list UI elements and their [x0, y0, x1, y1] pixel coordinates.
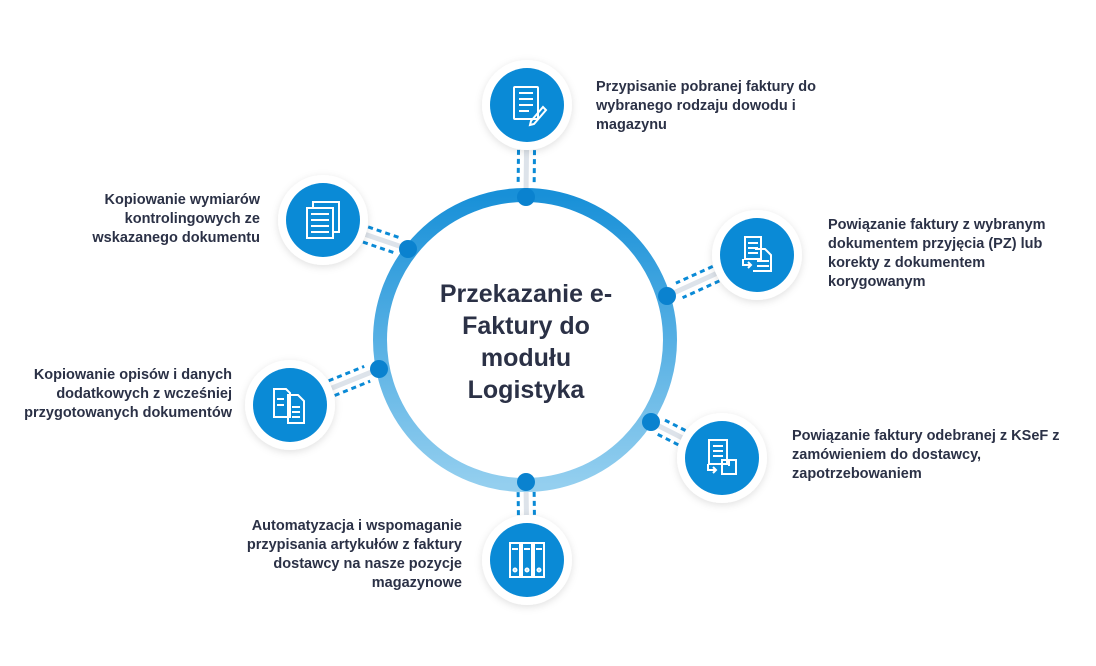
connector-dashes [654, 431, 679, 447]
connector-dashes [675, 265, 714, 285]
step-node-1 [482, 60, 572, 206]
connector-dashes [362, 240, 396, 255]
ring-dot [658, 287, 676, 305]
document-stack-icon [306, 201, 340, 239]
ring-dot [642, 413, 660, 431]
binders-icon [509, 542, 545, 578]
connector-dashes [661, 417, 687, 432]
connector-dashes [681, 279, 720, 300]
document-link-icon [742, 236, 772, 272]
ring-dot [517, 473, 535, 491]
ring-dot [370, 360, 388, 378]
step-label-6: Kopiowanie wymiarów kontrolingowych ze w… [92, 192, 260, 246]
document-edit-icon [513, 86, 548, 127]
ring-dot [517, 188, 535, 206]
step-label-1: Przypisanie pobranej faktury do wybraneg… [596, 79, 816, 133]
step-label-2: Powiązanie faktury z wybranym dokumentem… [828, 217, 1046, 290]
step-node-5 [245, 360, 388, 450]
center-title: Przekazanie e-Faktury do modułu Logistyk… [439, 280, 613, 404]
step-label-5: Kopiowanie opisów i danych dodatkowych z… [24, 367, 232, 421]
step-node-4 [482, 473, 572, 605]
step-label-3: Powiązanie faktury odebranej z KSeF z za… [792, 428, 1060, 482]
documents-copy-icon [273, 388, 305, 424]
step-node-3 [642, 413, 767, 503]
connector-dashes [367, 225, 401, 240]
ring-dot [399, 240, 417, 258]
step-node-2 [658, 210, 802, 305]
connector-dashes [334, 379, 371, 397]
step-node-6 [278, 175, 417, 265]
connector-dashes [328, 364, 365, 383]
step-label-4: Automatyzacja i wspomaganie przypisania … [246, 518, 462, 591]
document-package-icon [707, 439, 737, 475]
